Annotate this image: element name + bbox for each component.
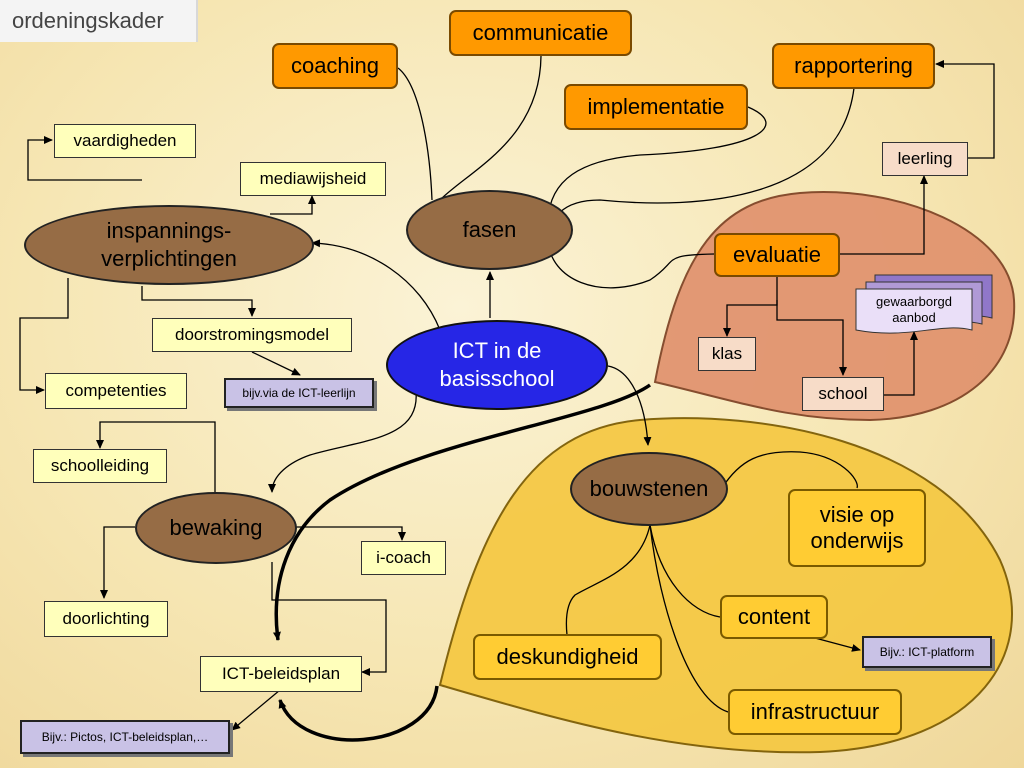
line-content-note (814, 637, 861, 652)
note-pictos-label: Bijv.: Pictos, ICT-beleidsplan,… (41, 730, 209, 744)
node-vaardigheden-label: vaardigheden (73, 131, 177, 150)
line-leerling (838, 175, 928, 255)
title-tab: ordeningskader (0, 0, 198, 42)
node-visie-op-onderwijs: visie op onderwijs (788, 489, 926, 567)
node-content: content (720, 595, 828, 639)
node-evaluatie: evaluatie (714, 233, 840, 277)
page-title: ordeningskader (12, 8, 164, 33)
node-vaardigheden: vaardigheden (54, 124, 196, 158)
line-center-bouwstenen (607, 365, 652, 446)
line-doorstroming (141, 286, 256, 317)
hub-bewaking: bewaking (135, 492, 297, 564)
node-implementatie: implementatie (564, 84, 748, 130)
line-beleidsplan-note (231, 689, 281, 731)
node-school: school (802, 377, 884, 411)
line-center-inspanning (311, 239, 441, 331)
node-content-label: content (737, 604, 811, 629)
node-mediawijsheid-label: mediawijsheid (259, 169, 367, 188)
node-ict-beleidsplan-label: ICT-beleidsplan (221, 664, 341, 683)
line-deskundigheid (565, 524, 651, 636)
center-node: ICT in de basisschool (386, 320, 608, 410)
node-mediawijsheid: mediawijsheid (240, 162, 386, 196)
node-competenties-label: competenties (65, 381, 167, 400)
node-schoolleiding: schoolleiding (33, 449, 167, 483)
line-implementatie (547, 106, 767, 221)
bouwstenen-region (438, 417, 1013, 754)
note-ict-leerlijn-label: bijv.via de ICT-leerlijn (242, 386, 356, 400)
node-gewaarborgd-aanbod: gewaarborgd aanbod (858, 294, 970, 326)
node-implementatie-label: implementatie (587, 94, 725, 119)
node-rapportering-label: rapportering (794, 53, 913, 78)
line-infrastructuur (649, 524, 729, 713)
line-school (776, 300, 847, 376)
hub-bouwstenen-label: bouwstenen (589, 476, 709, 501)
node-doorstromingsmodel: doorstromingsmodel (152, 318, 352, 352)
line-communicatie (439, 55, 542, 201)
node-i-coach-label: i-coach (376, 548, 431, 567)
thick-arrow (272, 383, 652, 641)
node-gewaarborgd-label: gewaarborgd aanbod (876, 294, 952, 325)
node-infrastructuur-label: infrastructuur (750, 699, 880, 724)
hub-bewaking-label: bewaking (169, 515, 263, 540)
node-leerling-label: leerling (897, 149, 953, 168)
node-ict-beleidsplan: ICT-beleidsplan (200, 656, 362, 692)
node-communicatie: communicatie (449, 10, 632, 56)
node-coaching: coaching (272, 43, 398, 89)
node-infrastructuur: infrastructuur (728, 689, 902, 735)
gewaarborgd-doc-stack (855, 274, 993, 334)
line-doorlichting (100, 526, 135, 599)
line-rapport-loop (935, 60, 995, 159)
node-doorstromingsmodel-label: doorstromingsmodel (174, 325, 329, 344)
node-leerling: leerling (882, 142, 968, 176)
center-label: ICT in de basisschool (439, 338, 555, 391)
hub-fasen-label: fasen (462, 217, 517, 242)
node-coaching-label: coaching (290, 53, 380, 78)
line-competenties (19, 278, 69, 394)
hub-fasen: fasen (406, 190, 573, 270)
node-evaluatie-label: evaluatie (732, 242, 822, 267)
line-content (649, 524, 721, 618)
note-ict-platform-label: Bijv.: ICT-platform (879, 645, 975, 659)
line-schoolleiding (96, 421, 216, 492)
node-rapportering: rapportering (772, 43, 935, 89)
node-visie-label: visie op onderwijs (810, 502, 904, 553)
line-doorstroming-note (251, 351, 301, 376)
note-ict-leerlijn: bijv.via de ICT-leerlijn (224, 378, 374, 408)
node-klas-label: klas (711, 344, 743, 363)
node-school-label: school (818, 384, 868, 403)
node-competenties: competenties (45, 373, 187, 409)
node-communicatie-label: communicatie (472, 20, 609, 45)
node-deskundigheid: deskundigheid (473, 634, 662, 680)
hub-bouwstenen: bouwstenen (570, 452, 728, 526)
line-beleidsplan (271, 562, 387, 676)
hub-inspanningsverplichtingen: inspannings-verplichtingen (24, 205, 314, 285)
line-coaching (397, 67, 433, 201)
line-visie (721, 451, 858, 489)
line-klas (723, 276, 778, 337)
line-icoach (296, 526, 406, 541)
node-deskundigheid-label: deskundigheid (496, 644, 639, 669)
node-i-coach: i-coach (361, 541, 446, 575)
node-doorlichting-label: doorlichting (62, 609, 150, 628)
note-pictos: Bijv.: Pictos, ICT-beleidsplan,… (20, 720, 230, 754)
node-klas: klas (698, 337, 756, 371)
line-vaardigheden (27, 136, 142, 181)
line-gewaarborgd (884, 331, 918, 396)
line-center-bewaking (268, 391, 417, 493)
line-mediawijsheid (270, 195, 316, 215)
hub-inspanning-label: inspannings-verplichtingen (101, 218, 237, 271)
note-ict-platform: Bijv.: ICT-platform (862, 636, 992, 668)
node-schoolleiding-label: schoolleiding (50, 456, 150, 475)
node-doorlichting: doorlichting (44, 601, 168, 637)
thick-arrow-2 (278, 685, 439, 742)
